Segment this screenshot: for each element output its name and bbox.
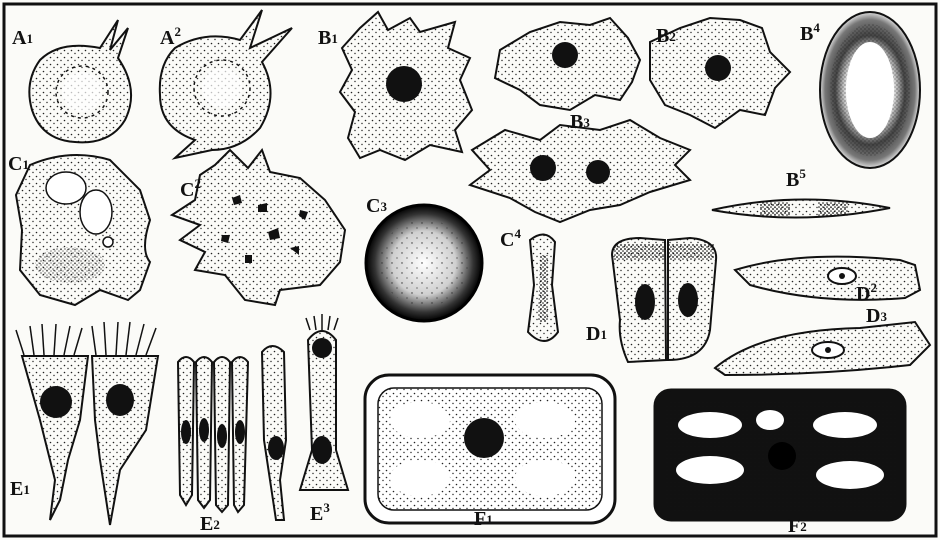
cell-e1 (16, 322, 158, 525)
label-b4: B4 (800, 20, 820, 45)
cell-d2 (735, 257, 920, 300)
label-d3: D3 (866, 305, 887, 327)
label-b1: B1 (318, 27, 338, 49)
label-f2: F2 (788, 515, 807, 537)
cell-e2 (178, 357, 248, 512)
label-b5: B5 (786, 166, 806, 191)
label-b3: B3 (570, 111, 590, 133)
cell-b1 (340, 12, 472, 160)
label-d2: D2 (856, 280, 877, 305)
cell-f2 (655, 390, 905, 520)
cell-e2-single (262, 346, 286, 520)
cell-b5 (712, 199, 890, 217)
cell-c2 (172, 150, 345, 305)
label-e1: E1 (10, 478, 30, 500)
label-c4: C4 (500, 226, 521, 251)
label-e3: E3 (310, 500, 330, 525)
label-c3: C3 (366, 195, 387, 217)
cell-b2 (495, 18, 790, 128)
cell-c1 (16, 155, 150, 305)
label-e2: E2 (200, 513, 220, 535)
cell-c4 (528, 234, 558, 341)
cell-a1 (29, 20, 131, 142)
cell-d1 (612, 238, 716, 362)
cell-c3 (366, 205, 482, 321)
cell-b3 (470, 120, 690, 222)
label-f1: F1 (474, 508, 493, 530)
label-c1: C1 (8, 153, 29, 175)
label-b2: B2 (656, 25, 676, 47)
cell-e3 (300, 314, 348, 490)
label-a1: A1 (12, 27, 33, 49)
cell-f1 (365, 375, 615, 523)
cell-d3 (715, 322, 930, 375)
cell-b4 (820, 12, 920, 168)
label-d1: D1 (586, 323, 607, 345)
